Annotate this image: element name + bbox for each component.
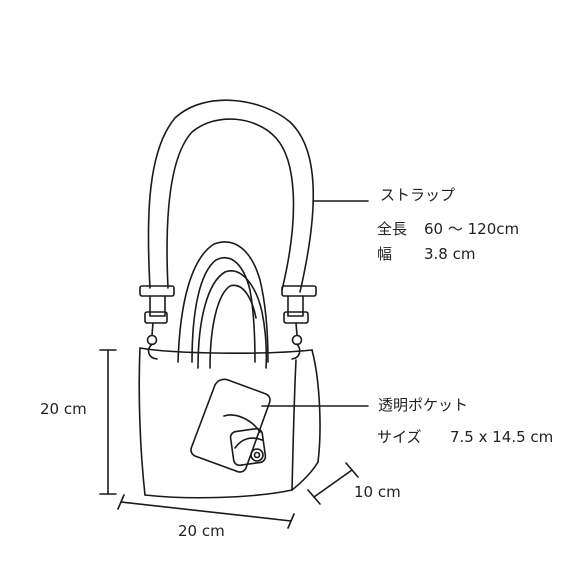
width-dimension-line: [118, 495, 294, 528]
right-buckle: [282, 286, 316, 359]
transparent-pocket: [191, 379, 270, 472]
strap-title: ストラップ: [380, 186, 456, 204]
shoulder-strap: [148, 100, 313, 292]
strap-width-value: 3.8 cm: [424, 245, 476, 263]
bag-handles: [178, 242, 268, 368]
pocket-size-value: 7.5 x 14.5 cm: [450, 428, 554, 446]
pocket-size-label: サイズ: [377, 428, 422, 446]
strap-width-label: 幅: [377, 245, 393, 263]
bag-body: [139, 348, 320, 498]
strap-length-value: 60 ～ 120cm: [424, 220, 520, 238]
depth-dimension-line: [308, 463, 358, 504]
left-buckle: [140, 286, 174, 359]
depth-label: 10 cm: [354, 483, 401, 501]
height-label: 20 cm: [40, 400, 87, 418]
width-label: 20 cm: [178, 522, 225, 540]
strap-length-label: 全長: [377, 220, 408, 238]
height-dimension-line: [100, 350, 116, 494]
pocket-title: 透明ポケット: [378, 396, 469, 414]
